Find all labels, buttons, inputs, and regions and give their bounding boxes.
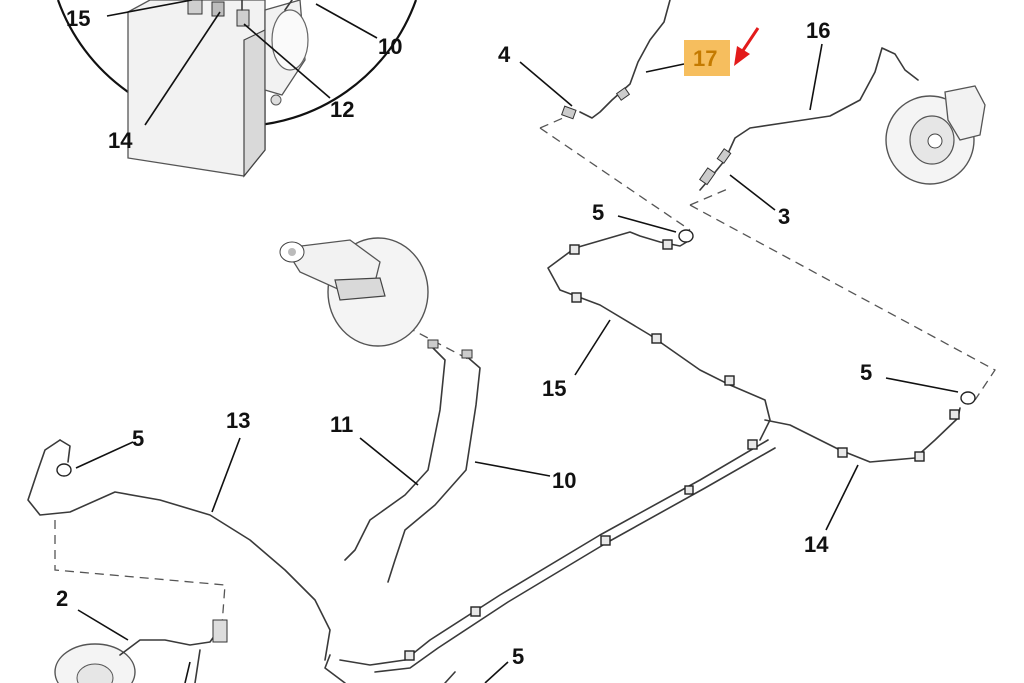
callout-14-main: 14 xyxy=(804,532,829,557)
pipe-10-11 xyxy=(344,339,481,583)
pipe-13 xyxy=(27,439,331,661)
pipe-15 xyxy=(547,231,961,463)
highlight-box xyxy=(684,40,730,76)
leaders xyxy=(75,43,959,683)
red-arrow-head-icon xyxy=(734,46,750,66)
callout-11: 11 xyxy=(330,412,353,437)
callout-16: 16 xyxy=(806,18,830,43)
callout-10-main: 10 xyxy=(552,468,576,493)
abs-inset: 15 10 12 14 xyxy=(56,0,418,178)
callout-5-left: 5 xyxy=(132,426,144,451)
front-left-brake xyxy=(54,619,228,683)
dashed-lines xyxy=(54,114,996,626)
callout-14-inset: 14 xyxy=(108,128,133,153)
callout-4: 4 xyxy=(498,42,511,67)
callout-13: 13 xyxy=(226,408,250,433)
highlight-17: 17 xyxy=(684,27,760,76)
fixing-nuts xyxy=(56,229,976,477)
red-arrow-icon xyxy=(740,27,760,53)
underbody-pipes xyxy=(324,439,776,683)
brake-booster xyxy=(279,237,429,347)
callout-5-top: 5 xyxy=(592,200,604,225)
callout-15-inset: 15 xyxy=(66,6,90,31)
callout-12-inset: 12 xyxy=(330,97,354,122)
clips xyxy=(404,239,960,661)
callout-3: 3 xyxy=(778,204,790,229)
callout-5-right: 5 xyxy=(860,360,872,385)
callout-15-main: 15 xyxy=(542,376,566,401)
rear-right-brake xyxy=(699,47,986,191)
pipe-17 xyxy=(561,0,671,120)
callout-2: 2 xyxy=(56,586,68,611)
callout-5-bottom: 5 xyxy=(512,644,524,669)
callout-17: 17 xyxy=(693,46,717,71)
callout-labels: 4 16 3 5 15 5 5 13 11 10 14 2 5 xyxy=(56,18,872,669)
callout-10-inset: 10 xyxy=(378,34,402,59)
